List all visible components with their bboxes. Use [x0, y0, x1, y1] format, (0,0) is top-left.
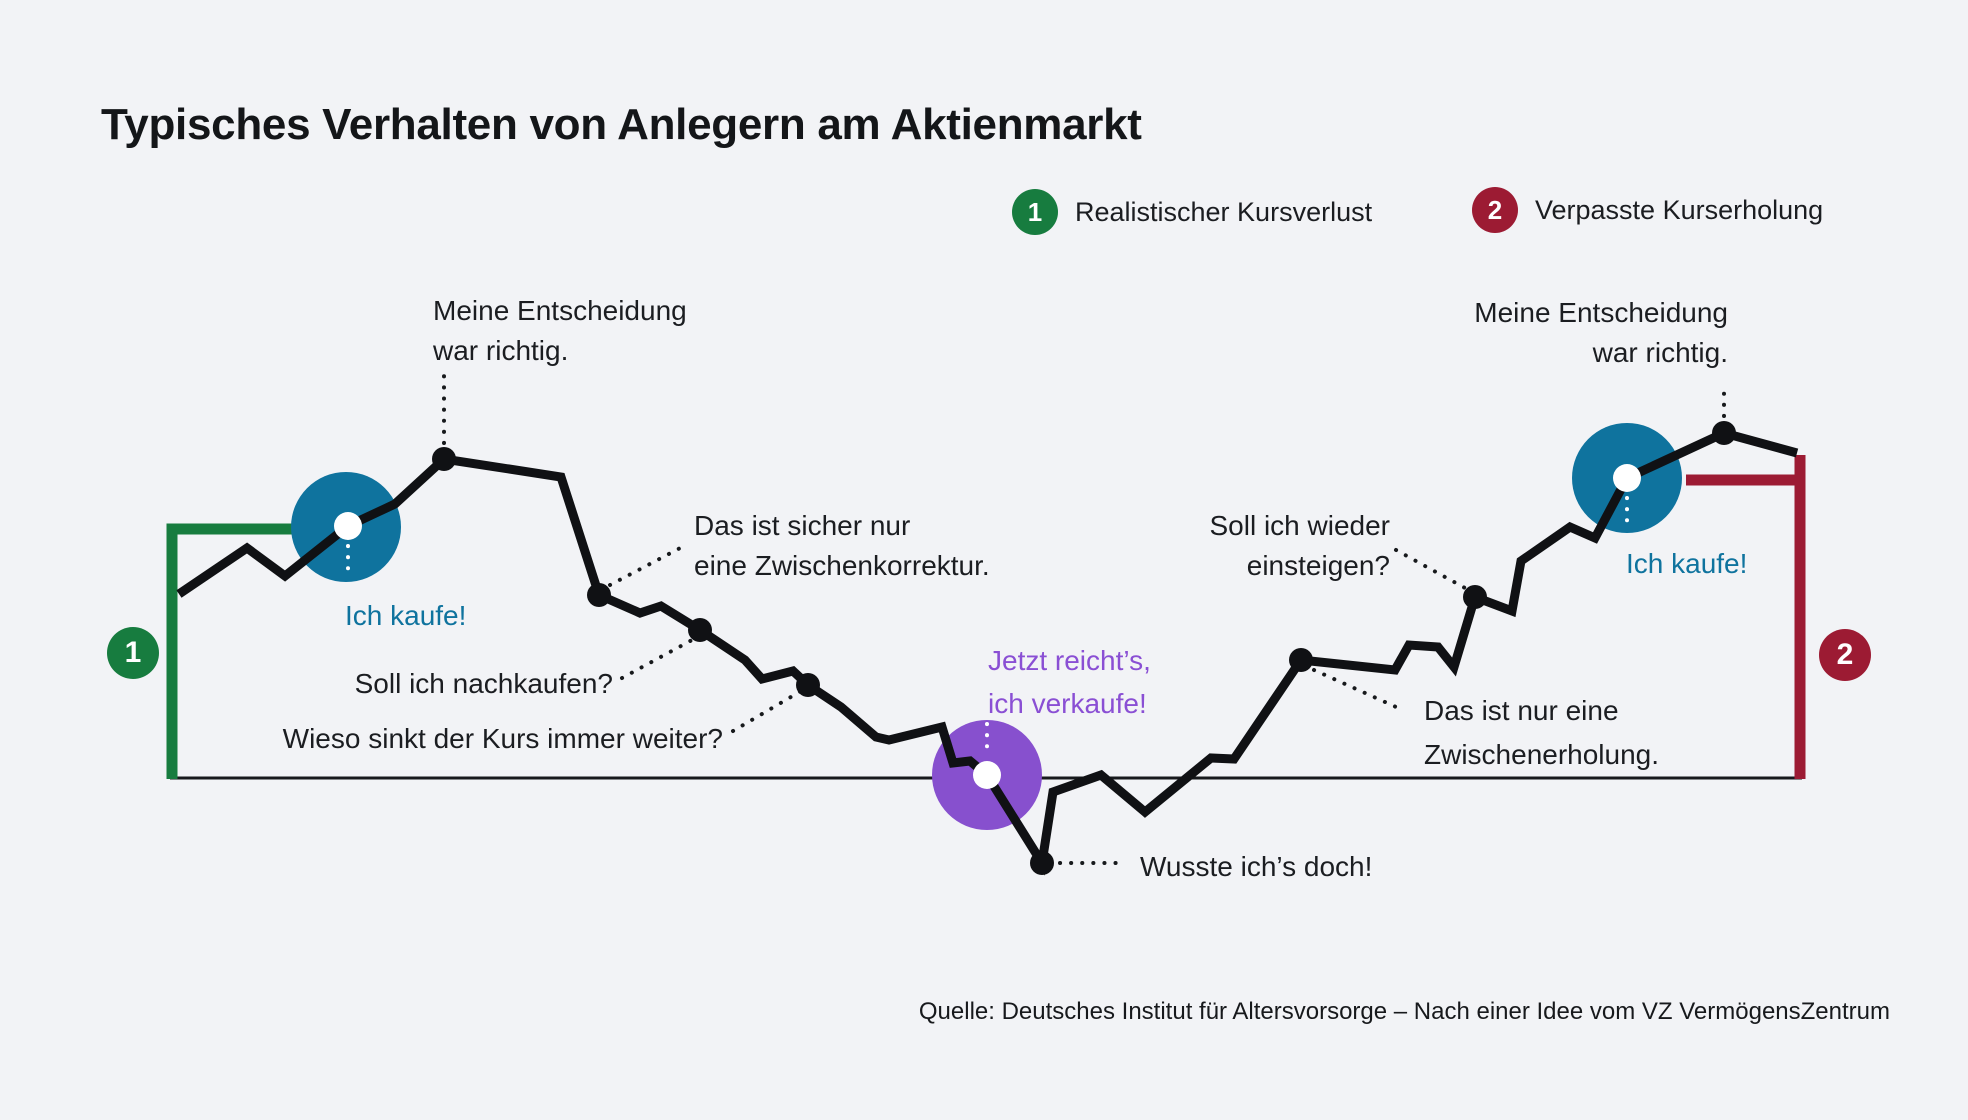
annotation-line: Meine Entscheidung — [1474, 297, 1728, 328]
event-dots — [432, 421, 1736, 875]
annotation-line: Zwischenerholung. — [1424, 739, 1660, 770]
annotation-line: Soll ich wieder — [1209, 510, 1390, 541]
buy2-marker-dot — [1613, 464, 1641, 492]
annotation-line: ich verkaufe! — [988, 688, 1147, 719]
event-dot-peak1 — [432, 447, 456, 471]
annotation-sell: Jetzt reicht’s, ich verkaufe! — [988, 639, 1151, 725]
annotation-decision-left: Meine Entscheidung war richtig. — [433, 291, 687, 371]
legend-badge-2: 2 — [1472, 187, 1518, 233]
buy1-marker-dot — [334, 512, 362, 540]
page-title: Typisches Verhalten von Anlegern am Akti… — [101, 100, 1142, 149]
annotation-line: einsteigen? — [1246, 550, 1390, 581]
legend-item-kurserholung: 2 Verpasste Kurserholung — [1472, 187, 1823, 233]
price-line — [176, 428, 1799, 876]
dotted-connector-why-sinking — [731, 689, 803, 733]
annotation-decision-right: Meine Entscheidung war richtig. — [1474, 293, 1728, 373]
annotation-buy2: Ich kaufe! — [1626, 548, 1748, 579]
bracket-badge-1: 1 — [107, 627, 159, 679]
annotation-why-sinking: Wieso sinkt der Kurs immer weiter? — [282, 723, 723, 754]
annotation-line: war richtig. — [1592, 337, 1728, 368]
annotation-line: Das ist nur eine — [1424, 695, 1619, 726]
annotation-line: Jetzt reicht’s, — [988, 645, 1151, 676]
event-dot-reenter — [1463, 585, 1487, 609]
source-credit: Quelle: Deutsches Institut für Altersvor… — [918, 998, 1890, 1025]
legend-label-kurserholung: Verpasste Kurserholung — [1535, 194, 1824, 225]
annotation-knew-it: Wusste ich’s doch! — [1140, 851, 1373, 882]
annotation-rebuy: Soll ich nachkaufen? — [354, 668, 613, 699]
annotation-line: Das ist sicher nur — [694, 510, 911, 541]
event-dot-why-sinking — [796, 673, 820, 697]
annotation-buy1: Ich kaufe! — [345, 600, 467, 631]
bracket-right-red — [1686, 455, 1806, 779]
legend-label-kursverlust: Realistischer Kursverlust — [1075, 196, 1373, 227]
event-dot-bottom — [1030, 851, 1054, 875]
annotation-recovery: Das ist nur eine Zwischenerholung. — [1424, 689, 1659, 777]
dotted-connector-recovery — [1312, 668, 1407, 713]
bracket-badge-2: 2 — [1819, 629, 1871, 681]
annotation-line: eine Zwischenkorrektur. — [694, 550, 990, 581]
bracket-left-green — [166, 523, 293, 779]
annotation-reenter: Soll ich wieder einsteigen? — [1209, 506, 1390, 586]
event-dot-correction — [587, 583, 611, 607]
event-dot-recovery — [1289, 648, 1313, 672]
dotted-connector-reenter — [1394, 548, 1467, 590]
dotted-connector-correction — [608, 544, 686, 587]
annotation-line: war richtig. — [433, 335, 569, 366]
annotation-correction: Das ist sicher nur eine Zwischenkorrektu… — [694, 506, 990, 586]
event-dot-peak2 — [1712, 421, 1736, 445]
legend-badge-1: 1 — [1012, 189, 1058, 235]
annotation-line: Meine Entscheidung — [433, 295, 687, 326]
legend-item-kursverlust: 1 Realistischer Kursverlust — [1012, 189, 1372, 235]
sell-marker-dot — [973, 761, 1001, 789]
dotted-connectors — [442, 373, 1726, 865]
event-dot-rebuy — [688, 618, 712, 642]
dotted-connector-rebuy — [620, 638, 694, 680]
